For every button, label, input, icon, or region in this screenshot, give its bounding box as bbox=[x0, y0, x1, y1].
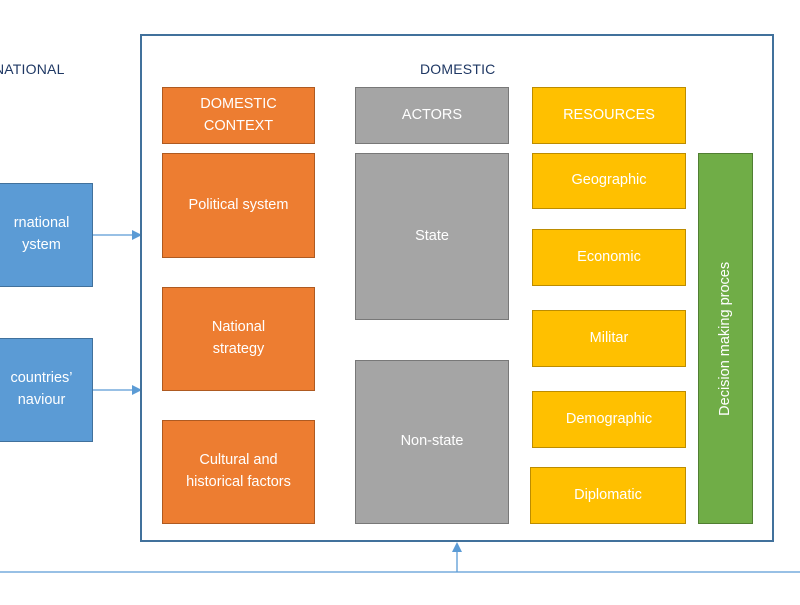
resources-header: RESOURCES bbox=[532, 87, 686, 144]
diplomatic-box: Diplomatic bbox=[530, 467, 686, 524]
national-strategy-box: National strategy bbox=[162, 287, 315, 391]
domestic-context-header: DOMESTIC CONTEXT bbox=[162, 87, 315, 144]
non-state-box: Non-state bbox=[355, 360, 509, 524]
economic-box: Economic bbox=[532, 229, 686, 286]
domestic-title: DOMESTIC bbox=[420, 61, 496, 77]
political-system-box: Political system bbox=[162, 153, 315, 258]
actors-header: ACTORS bbox=[355, 87, 509, 144]
state-box: State bbox=[355, 153, 509, 320]
decision-making-box: Decision making proces bbox=[698, 153, 753, 524]
geographic-box: Geographic bbox=[532, 153, 686, 209]
international-system-box: rnational ystem bbox=[0, 183, 93, 287]
demographic-box: Demographic bbox=[532, 391, 686, 448]
cultural-historical-factors-box: Cultural and historical factors bbox=[162, 420, 315, 524]
militar-box: Militar bbox=[532, 310, 686, 367]
domestic-frame bbox=[140, 34, 774, 542]
other-countries-behaviour-box: countries’ naviour bbox=[0, 338, 93, 442]
international-title: NATIONAL bbox=[0, 61, 65, 77]
decision-making-label: Decision making proces bbox=[716, 261, 733, 416]
